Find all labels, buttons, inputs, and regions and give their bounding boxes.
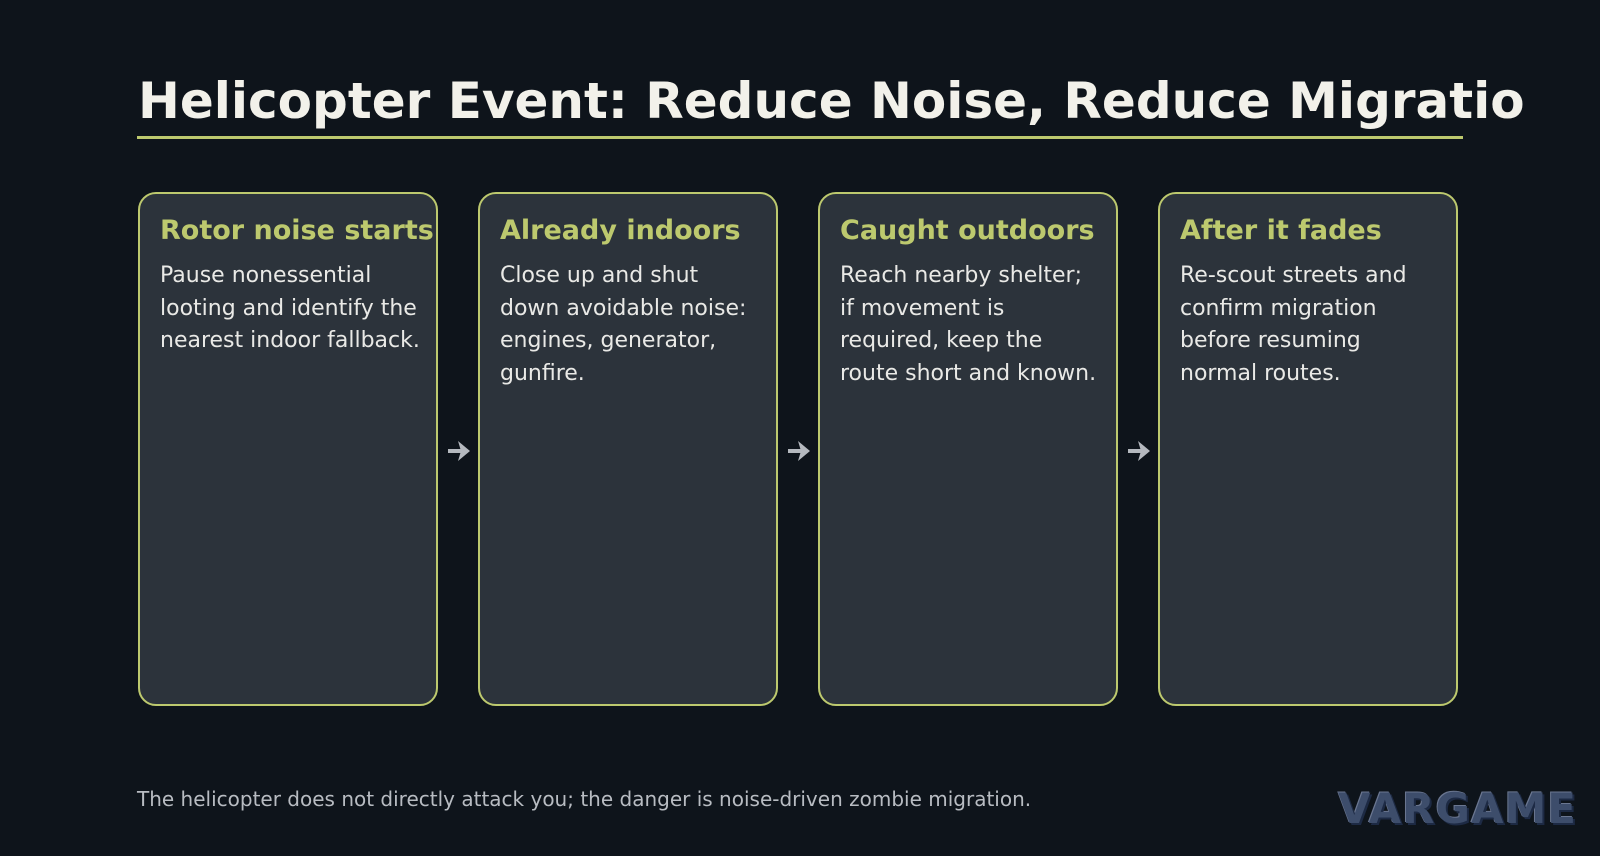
vargame-logo: VARGAME bbox=[1338, 784, 1577, 833]
step-title: Caught outdoors bbox=[840, 215, 1095, 246]
step-title: After it fades bbox=[1180, 215, 1382, 246]
step-card-3: Caught outdoors Reach nearby shelter; if… bbox=[818, 192, 1118, 706]
step-title: Rotor noise starts bbox=[160, 215, 434, 246]
arrow-right-icon bbox=[1128, 441, 1150, 461]
step-body: Reach nearby shelter; if movement is req… bbox=[840, 263, 1097, 386]
title-container: Helicopter Event: Reduce Noise, Reduce M… bbox=[138, 66, 1524, 136]
title-underline bbox=[137, 136, 1463, 139]
footer-note: The helicopter does not directly attack … bbox=[137, 787, 1032, 811]
step-body: Pause nonessential looting and identify … bbox=[160, 263, 420, 353]
step-body: Close up and shut down avoidable noise: … bbox=[500, 263, 747, 386]
step-card-2: Already indoors Close up and shut down a… bbox=[478, 192, 778, 706]
step-title: Already indoors bbox=[500, 215, 741, 246]
page-title: Helicopter Event: Reduce Noise, Reduce M… bbox=[138, 72, 1524, 130]
step-body: Re-scout streets and confirm migration b… bbox=[1180, 263, 1407, 386]
arrow-right-icon bbox=[448, 441, 470, 461]
step-card-1: Rotor noise starts Pause nonessential lo… bbox=[138, 192, 438, 706]
arrow-right-icon bbox=[788, 441, 810, 461]
step-card-4: After it fades Re-scout streets and conf… bbox=[1158, 192, 1458, 706]
